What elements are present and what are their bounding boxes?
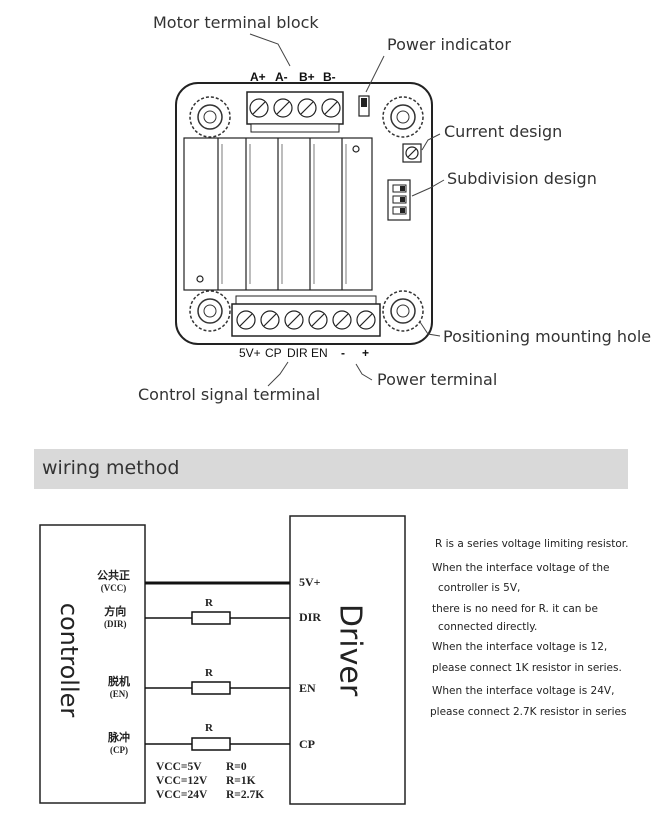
mounting-hole-bottom-left (189, 290, 231, 332)
driver-board-outline (175, 82, 433, 345)
motor-pin-label: B- (323, 70, 336, 84)
label-power-indicator: Power indicator (387, 35, 511, 54)
control-pin-label: - (341, 346, 345, 360)
controller-pin-dir: 方向 (DIR) (104, 606, 127, 629)
motor-pin-label: B+ (299, 70, 315, 84)
driver-box (289, 515, 406, 805)
resistor-en (191, 681, 231, 695)
note-line: R is a series voltage limiting resistor. (435, 538, 629, 550)
resistor-label-dir: R (205, 597, 213, 609)
controller-pin-en: 脱机 (EN) (108, 676, 130, 699)
driver-pin-5v: 5V+ (299, 575, 321, 589)
mounting-hole-bottom-right (382, 290, 424, 332)
note-line: connected directly. (438, 621, 538, 633)
note-line: please connect 1K resistor in series. (432, 662, 622, 674)
control-pin-label: DIR (287, 346, 308, 360)
driver-pin-en: EN (299, 681, 316, 695)
resistor-label-en: R (205, 667, 213, 679)
mounting-hole-top-left (189, 96, 231, 138)
control-pin-label: 5V+ (239, 346, 261, 360)
note-line: When the interface voltage of the (432, 562, 610, 574)
controller-label-wrap: controller (52, 598, 86, 723)
driver-pin-dir: DIR (299, 610, 322, 624)
wires (145, 581, 290, 745)
controller-box (39, 524, 146, 804)
control-terminal-block (231, 295, 381, 337)
label-motor-terminal-block: Motor terminal block (153, 13, 319, 32)
label-positioning-mounting-hole: Positioning mounting hole (443, 327, 652, 346)
driver-label: Driver (332, 603, 368, 697)
note-line: there is no need for R. it can be (432, 603, 598, 615)
label-current-design: Current design (444, 122, 563, 141)
resistor-dir (191, 611, 231, 625)
power-indicator-led (358, 95, 370, 117)
controller-label: controller (55, 602, 83, 718)
label-subdivision-design: Subdivision design (447, 169, 597, 188)
mounting-hole-top-right (382, 96, 424, 138)
resistor-label-cp: R (205, 722, 213, 734)
section-header: wiring method (34, 449, 628, 489)
note-line: please connect 2.7K resistor in series (430, 706, 627, 718)
resistor-cp (191, 737, 231, 751)
control-pin-label: + (362, 346, 370, 360)
motor-pin-label: A+ (250, 70, 266, 84)
subdivision-dip-switch (387, 179, 411, 221)
label-power-terminal: Power terminal (377, 370, 498, 389)
control-pin-label: CP (265, 346, 282, 360)
control-pin-label: EN (311, 346, 328, 360)
note-line: controller is 5V, (438, 582, 521, 594)
note-line: When the interface voltage is 12, (432, 641, 608, 653)
motor-pin-label: A- (275, 70, 288, 84)
controller-pin-cp: 脉冲 (CP) (108, 732, 130, 755)
section-title: wiring method (42, 457, 180, 479)
motor-terminal-block (246, 91, 344, 133)
controller-pin-vcc: 公共正 (VCC) (97, 570, 130, 593)
resistors (191, 611, 231, 751)
driver-pin-cp: CP (299, 737, 315, 751)
current-potentiometer (402, 143, 422, 163)
label-control-signal-terminal: Control signal terminal (138, 385, 321, 404)
callout-leader-lines (249, 33, 445, 387)
note-line: When the interface voltage is 24V, (432, 685, 615, 697)
heatsink (183, 137, 373, 291)
driver-label-wrap: Driver (330, 602, 370, 698)
